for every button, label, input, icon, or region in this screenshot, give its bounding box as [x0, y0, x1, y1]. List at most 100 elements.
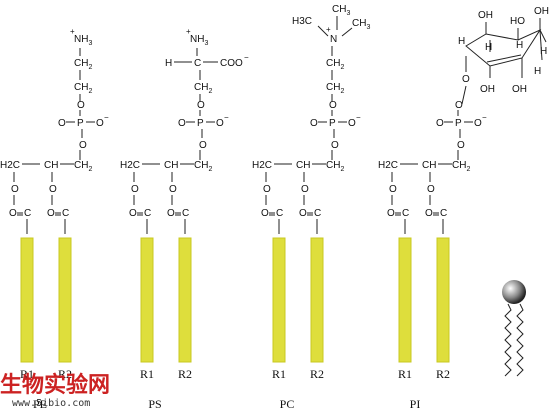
negative-charge: − [224, 113, 229, 122]
label-ps: PS [148, 397, 161, 411]
bond [461, 85, 467, 105]
phosphate-oxygen-left: O [436, 118, 444, 129]
ch-group: CH [164, 160, 178, 171]
h-atom: H [516, 40, 523, 51]
wavy-tail-1 [504, 303, 512, 377]
positive-charge: + [70, 27, 75, 36]
nitrogen: N [330, 34, 337, 45]
r1-label: R1 [398, 367, 412, 381]
phosphate-oxygen-right: O [348, 118, 356, 129]
fatty-acid-tail [272, 237, 286, 363]
phosphorus: P [77, 118, 84, 129]
phosphate-oxygen-bottom: O [331, 140, 339, 151]
hydroxyl-group: OH [534, 6, 549, 17]
r2-label: R2 [436, 367, 450, 381]
phosphate-oxygen-left: O [310, 118, 318, 129]
r2-label: R2 [58, 367, 72, 381]
phosphorus: P [197, 118, 204, 129]
r1-label: R1 [140, 367, 154, 381]
negative-charge: − [356, 113, 361, 122]
bond [539, 29, 543, 61]
phosphate-oxygen-bottom: O [79, 140, 87, 151]
ch2-group: CH2 [326, 58, 344, 71]
phosphorus: P [455, 118, 462, 129]
fatty-acid-tail [178, 237, 192, 363]
r1-label: R1 [20, 367, 34, 381]
ch2-group: CH2 [326, 82, 344, 95]
r2-label: R2 [310, 367, 324, 381]
label-pe: PE [33, 397, 47, 411]
h2c-group: H2C [378, 160, 398, 171]
nh3-group: NH3 [190, 34, 208, 47]
ch2-group: CH2 [452, 160, 470, 173]
hydroxyl-group: OH [478, 10, 493, 21]
watermark-url: www.5ibio.com [12, 398, 90, 409]
h-atom: H [540, 46, 547, 57]
head-group-ball [502, 280, 526, 304]
ch2-group: CH2 [194, 82, 212, 95]
fatty-acid-tail [398, 237, 412, 363]
fatty-acid-tail [58, 237, 72, 363]
phosphate-oxygen-right: O [474, 118, 482, 129]
nh3-group: NH3 [74, 34, 92, 47]
phosphate-oxygen-bottom: O [199, 140, 207, 151]
fatty-acid-tail [140, 237, 154, 363]
fatty-acid-tail [20, 237, 34, 363]
phosphate-oxygen-right: O [96, 118, 104, 129]
r1-label: R1 [272, 367, 286, 381]
ch2-group: CH2 [74, 82, 92, 95]
ester-oxygen: O [49, 184, 57, 195]
hydroxyl-group: OH [480, 84, 495, 95]
carbonyl-carbon: C [24, 208, 31, 219]
positive-charge: + [326, 25, 331, 34]
phosphate-oxygen-top: O [197, 100, 205, 111]
carbonyl-oxygen: O [299, 208, 307, 219]
carbonyl-carbon: C [144, 208, 151, 219]
carbonyl-carbon: C [276, 208, 283, 219]
ch2-group: CH2 [326, 160, 344, 173]
r2-label: R2 [178, 367, 192, 381]
bond [341, 27, 353, 37]
ester-oxygen: O [263, 184, 271, 195]
carbonyl-carbon: C [314, 208, 321, 219]
ester-oxygen: O [427, 184, 435, 195]
h2c-group: H2C [0, 160, 20, 171]
lipid-molecule-icon [502, 280, 526, 377]
h2c-group: H2C [252, 160, 272, 171]
carbonyl-carbon: C [402, 208, 409, 219]
phosphate-oxygen-top: O [329, 100, 337, 111]
h-atom: H [485, 42, 492, 53]
fatty-acid-tail [436, 237, 450, 363]
ester-oxygen: O [389, 184, 397, 195]
ester-oxygen: O [301, 184, 309, 195]
ester-oxygen: O [169, 184, 177, 195]
ch2-group: CH2 [74, 58, 92, 71]
label-pi: PI [410, 397, 421, 411]
hydroxyl-group: HO [510, 16, 525, 27]
ring-outline [465, 28, 542, 67]
bond [539, 29, 547, 43]
h-atom: H [458, 36, 465, 47]
negative-charge: − [104, 113, 109, 122]
carbonyl-carbon: C [62, 208, 69, 219]
